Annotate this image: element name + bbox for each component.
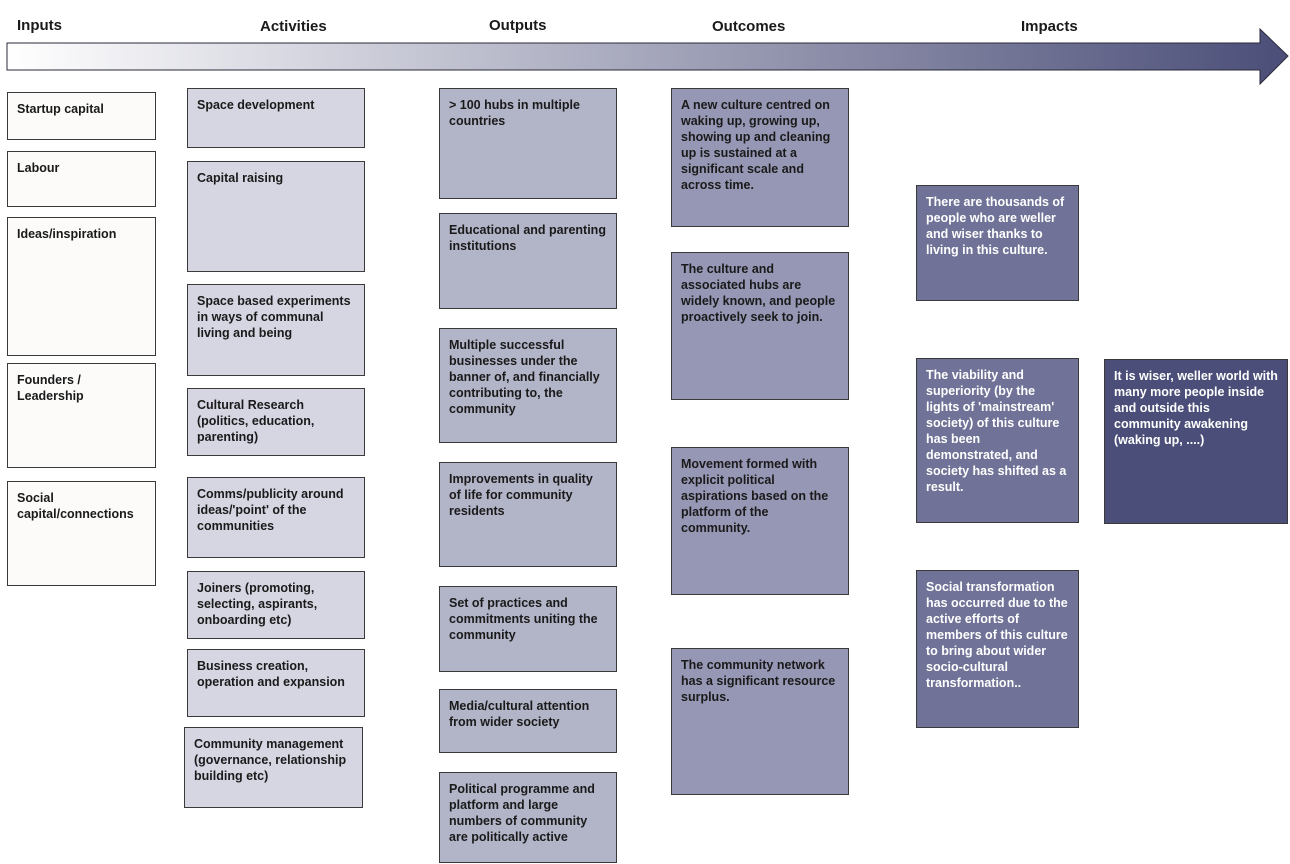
header-impacts: Impacts bbox=[1021, 18, 1078, 35]
output-box-businesses: Multiple successful businesses under the… bbox=[439, 328, 617, 443]
outcome-box-political-movement: Movement formed with explicit political … bbox=[671, 447, 849, 595]
output-box-practices: Set of practices and commitments uniting… bbox=[439, 586, 617, 672]
activity-box-community-management: Community management (governance, relati… bbox=[184, 727, 363, 808]
outcome-box-resource-surplus: The community network has a significant … bbox=[671, 648, 849, 795]
outcome-box-widely-known: The culture and associated hubs are wide… bbox=[671, 252, 849, 400]
activity-box-comms-publicity: Comms/publicity around ideas/'point' of … bbox=[187, 477, 365, 558]
header-activities: Activities bbox=[260, 18, 327, 35]
activity-box-capital-raising: Capital raising bbox=[187, 161, 365, 272]
activity-box-cultural-research: Cultural Research (politics, education, … bbox=[187, 388, 365, 456]
input-box-social-capital: Social capital/connections bbox=[7, 481, 156, 586]
impact-box-viability: The viability and superiority (by the li… bbox=[916, 358, 1079, 523]
activity-box-space-development: Space development bbox=[187, 88, 365, 148]
impact-box-thousands-wiser: There are thousands of people who are we… bbox=[916, 185, 1079, 301]
input-box-startup-capital: Startup capital bbox=[7, 92, 156, 140]
output-box-quality-of-life: Improvements in quality of life for comm… bbox=[439, 462, 617, 567]
input-box-labour: Labour bbox=[7, 151, 156, 207]
input-box-founders: Founders / Leadership bbox=[7, 363, 156, 468]
impact-box-social-transformation: Social transformation has occurred due t… bbox=[916, 570, 1079, 728]
output-box-hubs: > 100 hubs in multiple countries bbox=[439, 88, 617, 199]
activity-box-joiners: Joiners (promoting, selecting, aspirants… bbox=[187, 571, 365, 639]
output-box-political-programme: Political programme and platform and lar… bbox=[439, 772, 617, 863]
output-box-institutions: Educational and parenting institutions bbox=[439, 213, 617, 309]
final-impact-box: It is wiser, weller world with many more… bbox=[1104, 359, 1288, 524]
outcome-box-new-culture: A new culture centred on waking up, grow… bbox=[671, 88, 849, 227]
output-box-media-attention: Media/cultural attention from wider soci… bbox=[439, 689, 617, 753]
activity-box-business-creation: Business creation, operation and expansi… bbox=[187, 649, 365, 717]
activity-box-space-experiments: Space based experiments in ways of commu… bbox=[187, 284, 365, 376]
header-outputs: Outputs bbox=[489, 17, 547, 34]
header-outcomes: Outcomes bbox=[712, 18, 786, 35]
header-inputs: Inputs bbox=[17, 17, 62, 34]
timeline-arrow bbox=[6, 27, 1289, 86]
input-box-ideas: Ideas/inspiration bbox=[7, 217, 156, 356]
